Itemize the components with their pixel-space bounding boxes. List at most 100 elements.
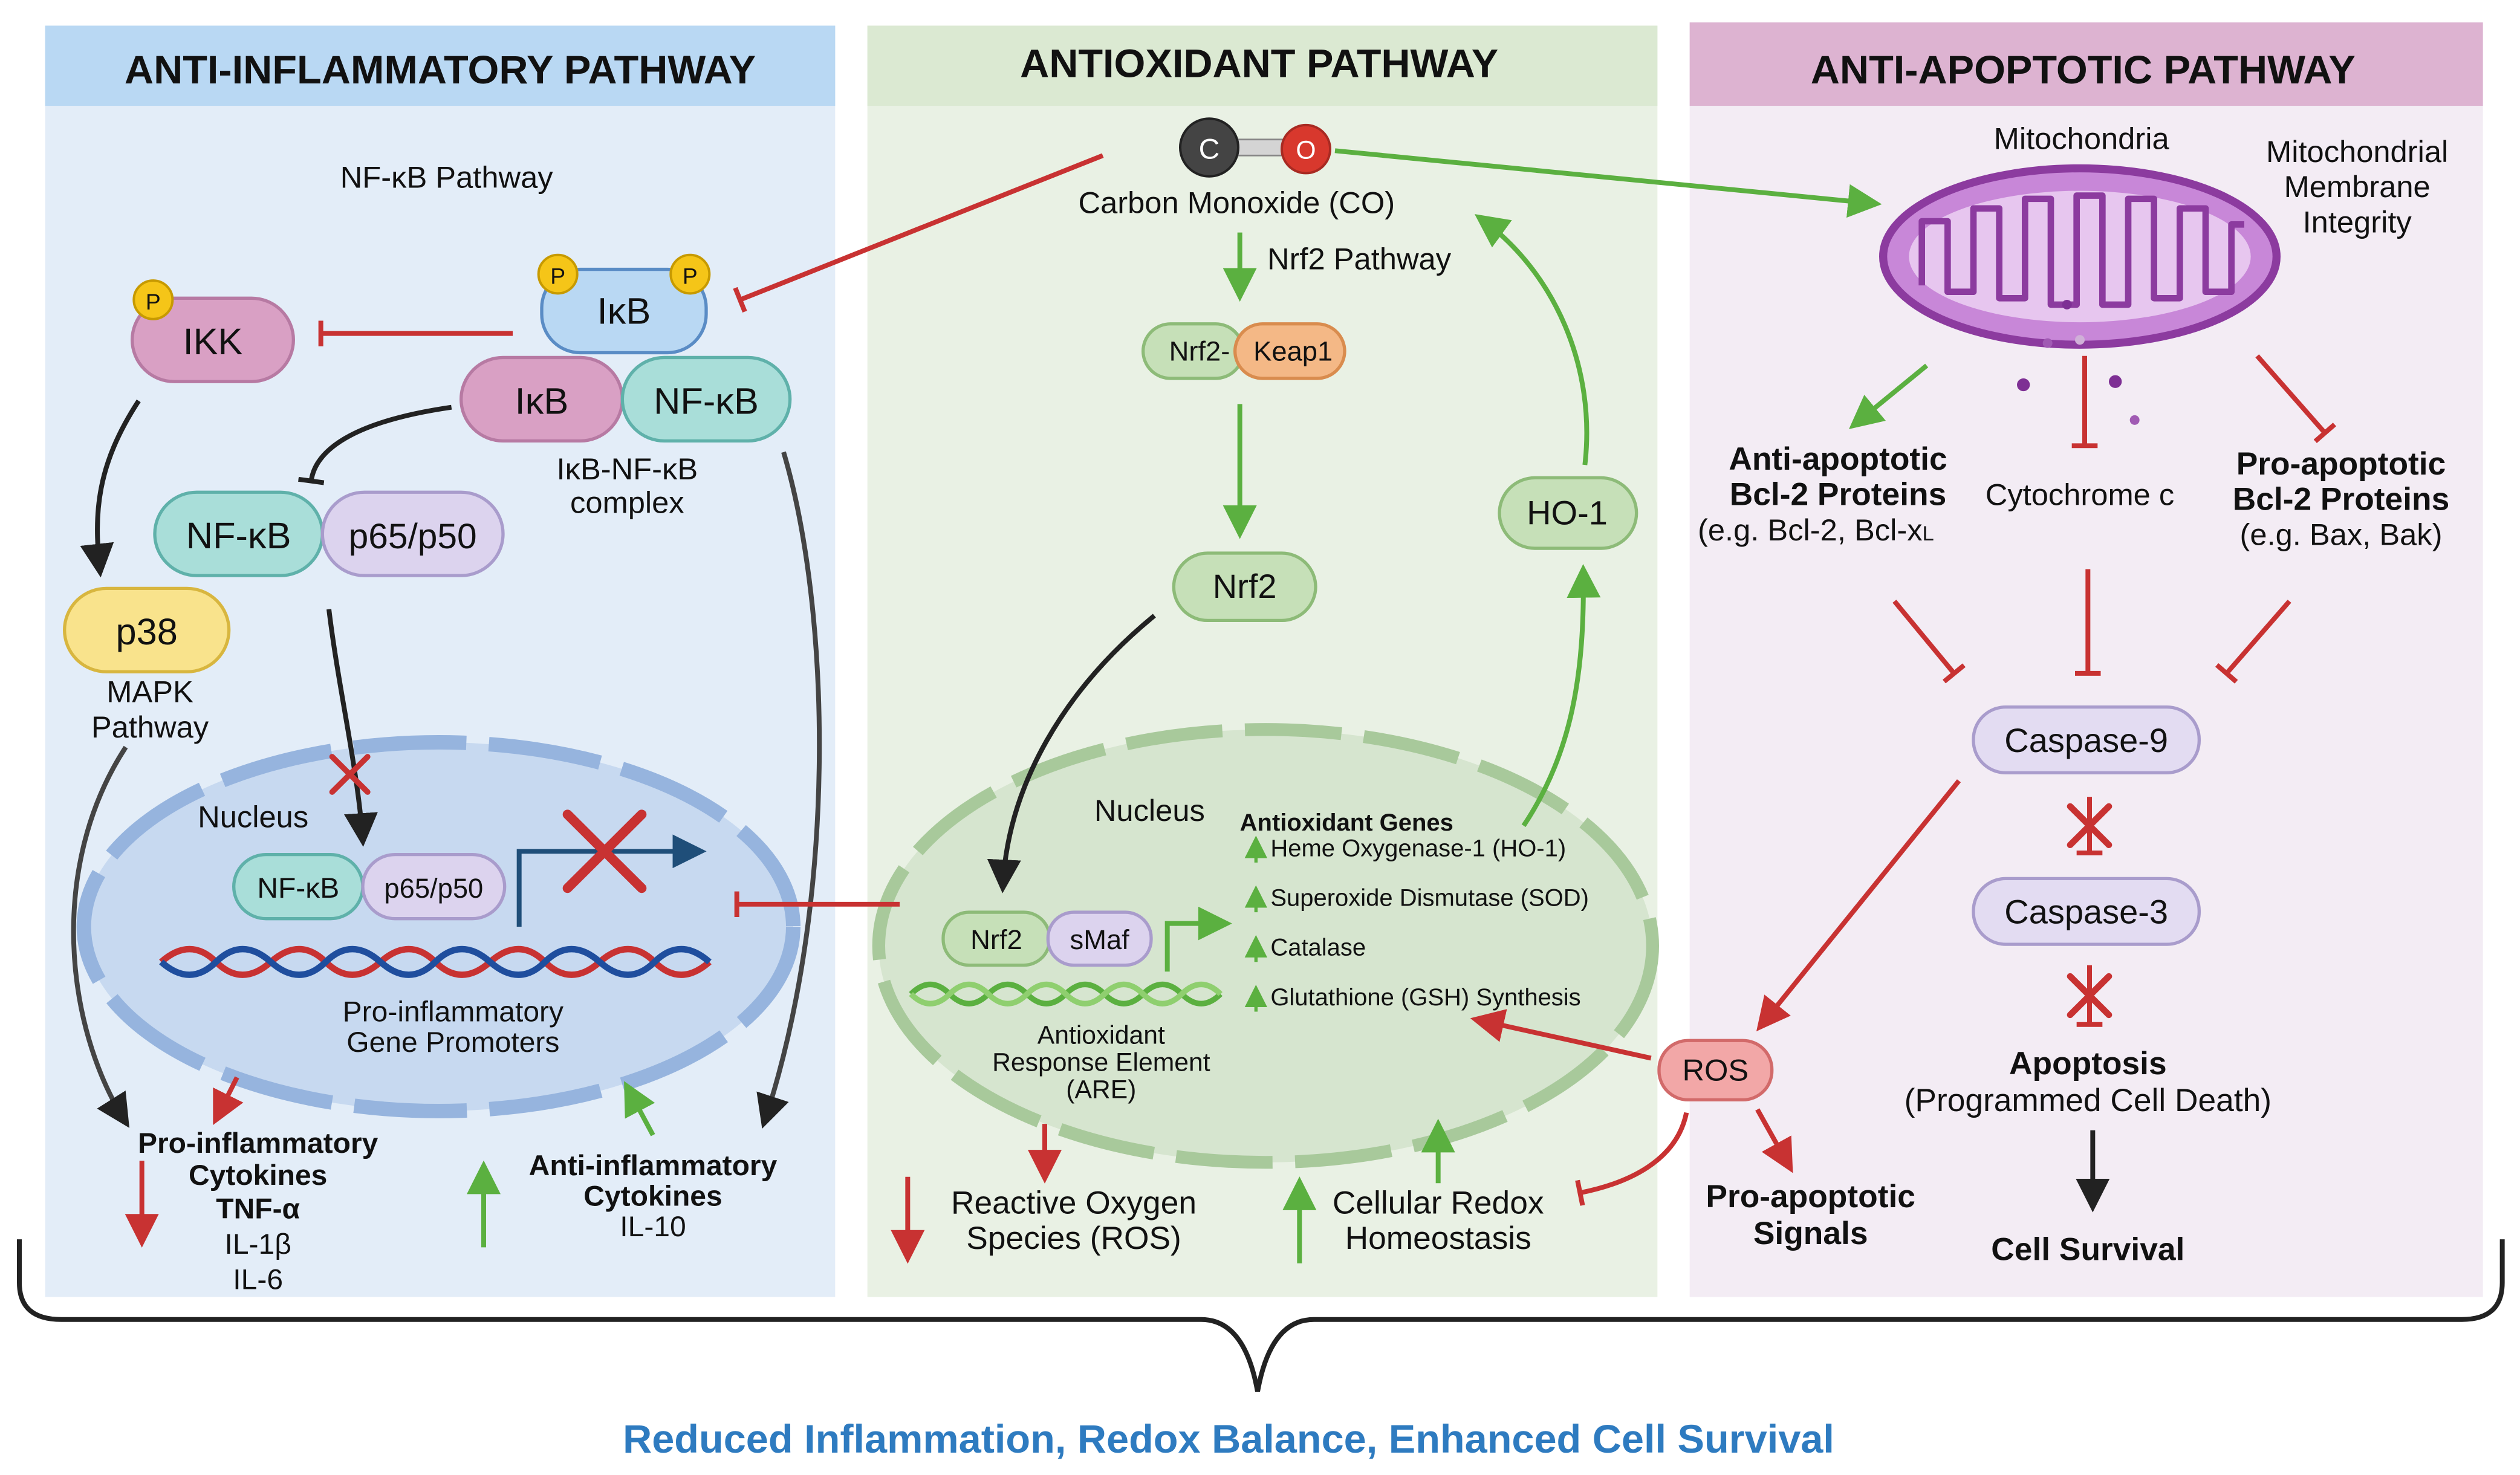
are-label: (ARE) — [1066, 1075, 1136, 1104]
pro-bcl-example: (e.g. Bax, Bak) — [2239, 517, 2442, 552]
redox-label: Cellular Redox — [1333, 1185, 1544, 1221]
ikb-phospho-label: IκB — [597, 291, 651, 332]
caspase9-node — [1972, 705, 2201, 774]
mapk-label: Pathway — [91, 710, 209, 744]
blocked-x-icon — [2067, 973, 2112, 1019]
phosphate-icon — [537, 253, 579, 295]
inflammatory-header — [45, 25, 836, 106]
nfkb-nuclear-label: NF-κB — [257, 872, 339, 904]
caspase3-node — [1972, 877, 2201, 946]
anti-cytokines-label: Cytokines — [583, 1181, 722, 1213]
nfkb-translocation-arrow — [326, 609, 378, 847]
complex-to-il10-arrow — [756, 451, 822, 1129]
pro-cytokines-label: Pro-inflammatory — [138, 1127, 378, 1159]
nfkb-complex-label: NF-κB — [654, 380, 759, 421]
ikk-node — [131, 296, 295, 383]
anti-bcl-example-sub: L — [1923, 522, 1934, 545]
pro-bcl-label: Bcl-2 Proteins — [2233, 482, 2450, 517]
genes-title: Antioxidant Genes — [1240, 809, 1453, 836]
p65p50-nuclear-label: p65/p50 — [384, 873, 483, 904]
probcl-inhibit-casp9 — [2215, 599, 2291, 684]
nrf2-node — [1172, 551, 1317, 623]
phosphate-label: P — [146, 289, 161, 314]
co-label: Carbon Monoxide (CO) — [1079, 186, 1395, 220]
ikb-complex-label: IκB — [515, 380, 569, 421]
cytochrome-c-dot — [2109, 375, 2122, 388]
blocked-x-icon — [2067, 803, 2112, 848]
cytochrome-c-dot — [2042, 338, 2053, 348]
tnf-label: TNF-α — [216, 1193, 300, 1225]
mito-to-antibcl-arrow — [1849, 363, 1929, 429]
nucleus-label: Nucleus — [1094, 793, 1205, 828]
p38-node — [63, 586, 231, 673]
apoptosis-label: (Programmed Cell Death) — [1905, 1083, 2272, 1118]
dna-helix-strand — [909, 981, 1223, 1007]
cell-survival-label: Cell Survival — [1991, 1232, 2184, 1268]
nrf2-translocation-arrow — [987, 614, 1156, 893]
mmi-label: Mitochondrial — [2266, 134, 2448, 169]
ros-node — [1657, 1039, 1774, 1102]
nrf2-pathway-label: Nrf2 Pathway — [1267, 242, 1452, 276]
carbon-atom-icon — [1179, 117, 1239, 178]
ho1-node — [1498, 476, 1638, 550]
p65p50-free-node — [320, 490, 505, 577]
ho1-label: HO-1 — [1527, 493, 1608, 531]
il6-label: IL-6 — [233, 1263, 283, 1295]
phosphate-icon — [132, 279, 174, 320]
blocked-x-icon — [562, 809, 647, 893]
mmi-label: Membrane — [2284, 169, 2431, 204]
inflammatory-title: ANTI-INFLAMMATORY PATHWAY — [125, 48, 756, 92]
p38-label: p38 — [116, 611, 178, 652]
apoptotic-title: ANTI-APOPTOTIC PATHWAY — [1811, 48, 2356, 92]
ikk-label: IKK — [183, 321, 243, 362]
caspase3-label: Caspase-3 — [2004, 893, 2168, 931]
summary-brace — [17, 1239, 2505, 1392]
oxygen-atom-label: O — [1296, 136, 1316, 165]
nrf2-label: Nrf2 — [1213, 567, 1277, 605]
anti-bcl-label: Anti-apoptotic — [1729, 441, 1947, 477]
p65p50-nuclear-node — [361, 852, 507, 921]
ros-label: ROS — [1682, 1053, 1749, 1088]
redox-label: Homeostasis — [1345, 1221, 1531, 1256]
ros-to-genes-arrow — [1470, 1009, 1652, 1061]
keap1-label: Keap1 — [1253, 336, 1333, 367]
ros-output-label: Species (ROS) — [966, 1221, 1181, 1256]
phosphate-label: P — [683, 264, 698, 289]
co-to-mito-arrow — [1334, 148, 1882, 218]
anti-bcl-example: (e.g. Bcl-2, Bcl-xL — [1698, 513, 1934, 547]
promoters-label: Pro-inflammatory — [343, 996, 563, 1028]
anti-bcl-label: Bcl-2 Proteins — [1730, 477, 1947, 513]
promoters-label: Gene Promoters — [346, 1026, 559, 1058]
gene-item: Glutathione (GSH) Synthesis — [1270, 984, 1580, 1011]
il1-label: IL-1β — [225, 1228, 291, 1260]
pro-bcl-label: Pro-apoptotic — [2236, 446, 2446, 482]
antioxidant-title: ANTIOXIDANT PATHWAY — [1020, 41, 1498, 86]
anti-cytokines-label: Anti-inflammatory — [529, 1150, 778, 1182]
casp9-to-ros-arrow — [1756, 779, 1961, 1032]
gene-item: Superoxide Dismutase (SOD) — [1270, 885, 1589, 912]
ros-to-signals-arrow — [1755, 1108, 1793, 1173]
dna-helix-strand — [159, 945, 712, 978]
mmi-label: Integrity — [2303, 205, 2412, 239]
cytochrome-c-dot — [2062, 299, 2072, 310]
p38-to-cytokines-arrow — [71, 745, 129, 1128]
pro-cytokines-label: Cytokines — [189, 1159, 327, 1191]
genes-list: Heme Oxygenase-1 (HO-1) Superoxide Dismu… — [1270, 835, 1589, 1011]
nfkb-complex-node — [620, 355, 792, 442]
ros-output-label: Reactive Oxygen — [951, 1185, 1197, 1221]
cytochrome-c-dot — [2129, 415, 2140, 425]
apoptotic-header — [1689, 22, 2483, 106]
mito-inhibit-probcl-arrow — [2255, 354, 2337, 444]
ho1-feedback-arrow — [1474, 214, 1590, 465]
il10-label: IL-10 — [620, 1211, 686, 1243]
nfkb-free-label: NF-κB — [186, 515, 291, 556]
complex-caption: complex — [570, 485, 684, 520]
oxygen-atom-icon — [1281, 123, 1331, 175]
mapk-label: MAPK — [106, 675, 193, 709]
pro-signals-label: Pro-apoptotic — [1706, 1179, 1915, 1214]
cytochrome-c-label: Cytochrome c — [1986, 478, 2174, 512]
pro-signals-label: Signals — [1753, 1216, 1868, 1251]
keap1-node — [1233, 322, 1346, 380]
p65p50-free-label: p65/p50 — [349, 517, 477, 556]
